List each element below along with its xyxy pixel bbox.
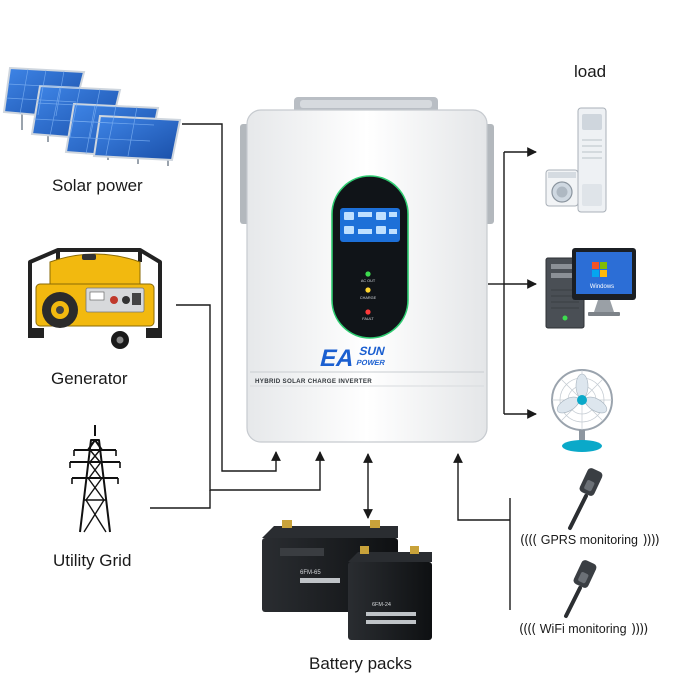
gprs-monitoring-label: GPRS monitoring [540, 533, 639, 547]
brand-logo: EA SUN POWER [317, 344, 387, 372]
signal-waves-left-icon: (((( [520, 533, 537, 548]
led-fault [365, 309, 371, 315]
wifi-module-icon [564, 560, 597, 618]
signal-waves-left-icon: (((( [519, 622, 536, 637]
connection-lines [150, 123, 537, 610]
washing-machine-icon [545, 169, 579, 207]
battery-pack-small [348, 546, 432, 640]
brand-sun: SUN [358, 344, 387, 358]
wifi-monitoring-row: (((( WiFi monitoring )))) [519, 620, 648, 638]
led-ac-label: AC OUT [361, 279, 376, 283]
electric-fan-icon [551, 369, 613, 452]
battery-model-a: 6FM-65 [300, 570, 321, 576]
brand-ea: EA [317, 345, 357, 372]
grid-line [150, 490, 211, 509]
inverter-model-label: HYBRID SOLAR CHARGE INVERTER [255, 378, 372, 385]
led-charge [365, 287, 371, 293]
inverter-text: AC OUT CHARGE FAULT EA SUN POWER HYBRID … [255, 279, 387, 385]
led-charge-label: CHARGE [360, 296, 377, 300]
solar-line [182, 123, 281, 472]
load-label: load [574, 62, 607, 81]
signal-waves-right-icon: )))) [642, 533, 659, 548]
gprs-module-icon [568, 468, 603, 530]
utility-grid-label: Utility Grid [53, 551, 132, 570]
wifi-monitoring-label: WiFi monitoring [539, 622, 627, 636]
led-fault-label: FAULT [362, 317, 374, 321]
solar-panel-icon [2, 66, 182, 166]
desktop-computer-icon [545, 248, 636, 329]
air-conditioner-icon [577, 107, 607, 213]
generator-icon [28, 248, 162, 349]
gprs-monitoring-row: (((( GPRS monitoring )))) [520, 531, 660, 549]
signal-waves-right-icon: )))) [631, 622, 648, 637]
battery-packs-label: Battery packs [309, 654, 412, 673]
brand-power: POWER [356, 358, 387, 367]
solar-power-label: Solar power [52, 176, 143, 195]
monitoring-line [453, 453, 510, 521]
battery-model-b: 6FM-24 [372, 602, 391, 608]
utility-tower-icon [69, 425, 121, 533]
generator-label: Generator [51, 369, 128, 388]
led-ac-out [365, 271, 371, 277]
windows-screen-text: Windows [590, 284, 614, 290]
hybrid-inverter [240, 97, 494, 443]
